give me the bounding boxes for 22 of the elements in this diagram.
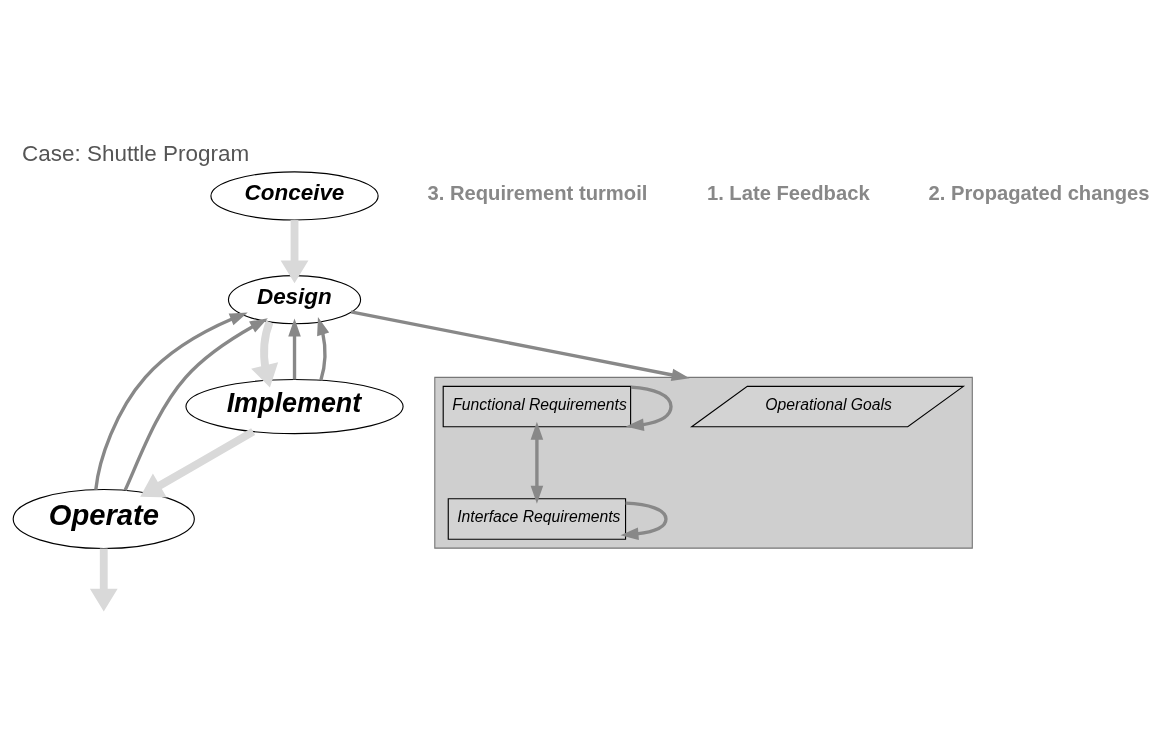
- node-ellipse: Conceive: [210, 171, 379, 221]
- arrow: [625, 385, 673, 431]
- label: 1. Late Feedback: [706, 181, 870, 204]
- arrow: [620, 501, 668, 541]
- arrow: [123, 318, 268, 491]
- node-box: Interface Requirements: [447, 498, 627, 540]
- label: 3. Requirement turmoil: [427, 181, 648, 204]
- diagram-title: Case: Shuttle Program: [22, 140, 250, 166]
- cluster: [434, 376, 973, 549]
- arrow: [280, 220, 309, 284]
- label: 2. Propagated changes: [928, 181, 1150, 204]
- arrow: [288, 318, 301, 380]
- arrow: [317, 317, 330, 381]
- arrow: [140, 428, 256, 498]
- arrow: [530, 421, 544, 504]
- arrow: [94, 312, 248, 490]
- arrow: [251, 320, 279, 388]
- node-box: Functional Requirements: [442, 385, 632, 428]
- arrow: [89, 548, 118, 612]
- node-ellipse: Operate: [12, 488, 195, 550]
- arrow: [350, 310, 690, 382]
- node-ellipse: Implement: [185, 379, 404, 435]
